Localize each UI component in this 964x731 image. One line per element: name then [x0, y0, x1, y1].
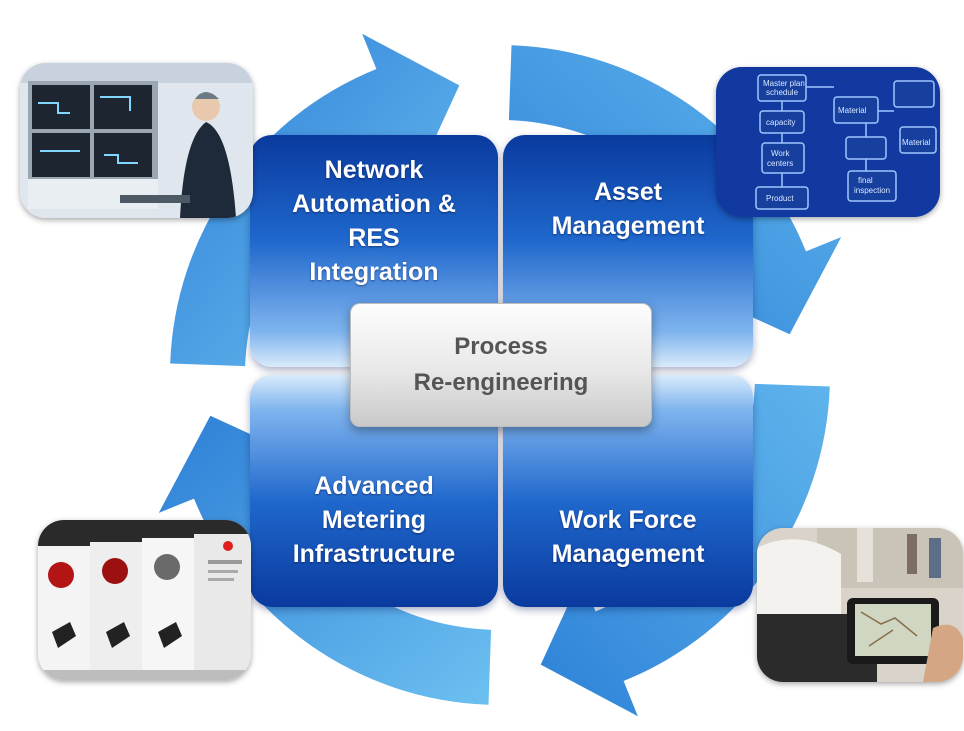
flowchart-photo: Master plan schedule capacity Work cente… [716, 67, 940, 217]
cycle-arrow-bottom [540, 383, 830, 717]
cycle-arrow-top [170, 33, 460, 367]
quadrant-work-force-management: Work Force Management [503, 375, 753, 607]
flowchart-label: capacity [766, 118, 795, 127]
flowchart-label: final [858, 176, 873, 185]
flowchart-label: Material [902, 138, 931, 147]
quadrant-label: Asset Management [551, 178, 705, 240]
meters-photo [38, 520, 251, 680]
control-room-photo [20, 63, 253, 218]
quadrant-label: Network Automation & RES Integration [292, 156, 456, 286]
field-gps-photo [757, 528, 963, 682]
flowchart-label: inspection [854, 186, 890, 195]
flowchart-label: centers [767, 159, 793, 168]
quadrant-label: Work Force Management [551, 506, 705, 568]
flowchart-label: schedule [766, 88, 799, 97]
quadrant-label: Advanced Metering Infrastructure [292, 472, 456, 568]
flowchart-label: Work [771, 149, 791, 158]
cycle-arrow-right [508, 45, 842, 335]
center-label: Process Re-engineering [413, 333, 589, 396]
cycle-arrow-left [158, 415, 492, 705]
flowchart-label: Product [766, 194, 794, 203]
flowchart-label: Material [838, 106, 867, 115]
flowchart-label: Master plan [763, 79, 805, 88]
center-process-reengineering: Process Re-engineering [350, 303, 652, 427]
